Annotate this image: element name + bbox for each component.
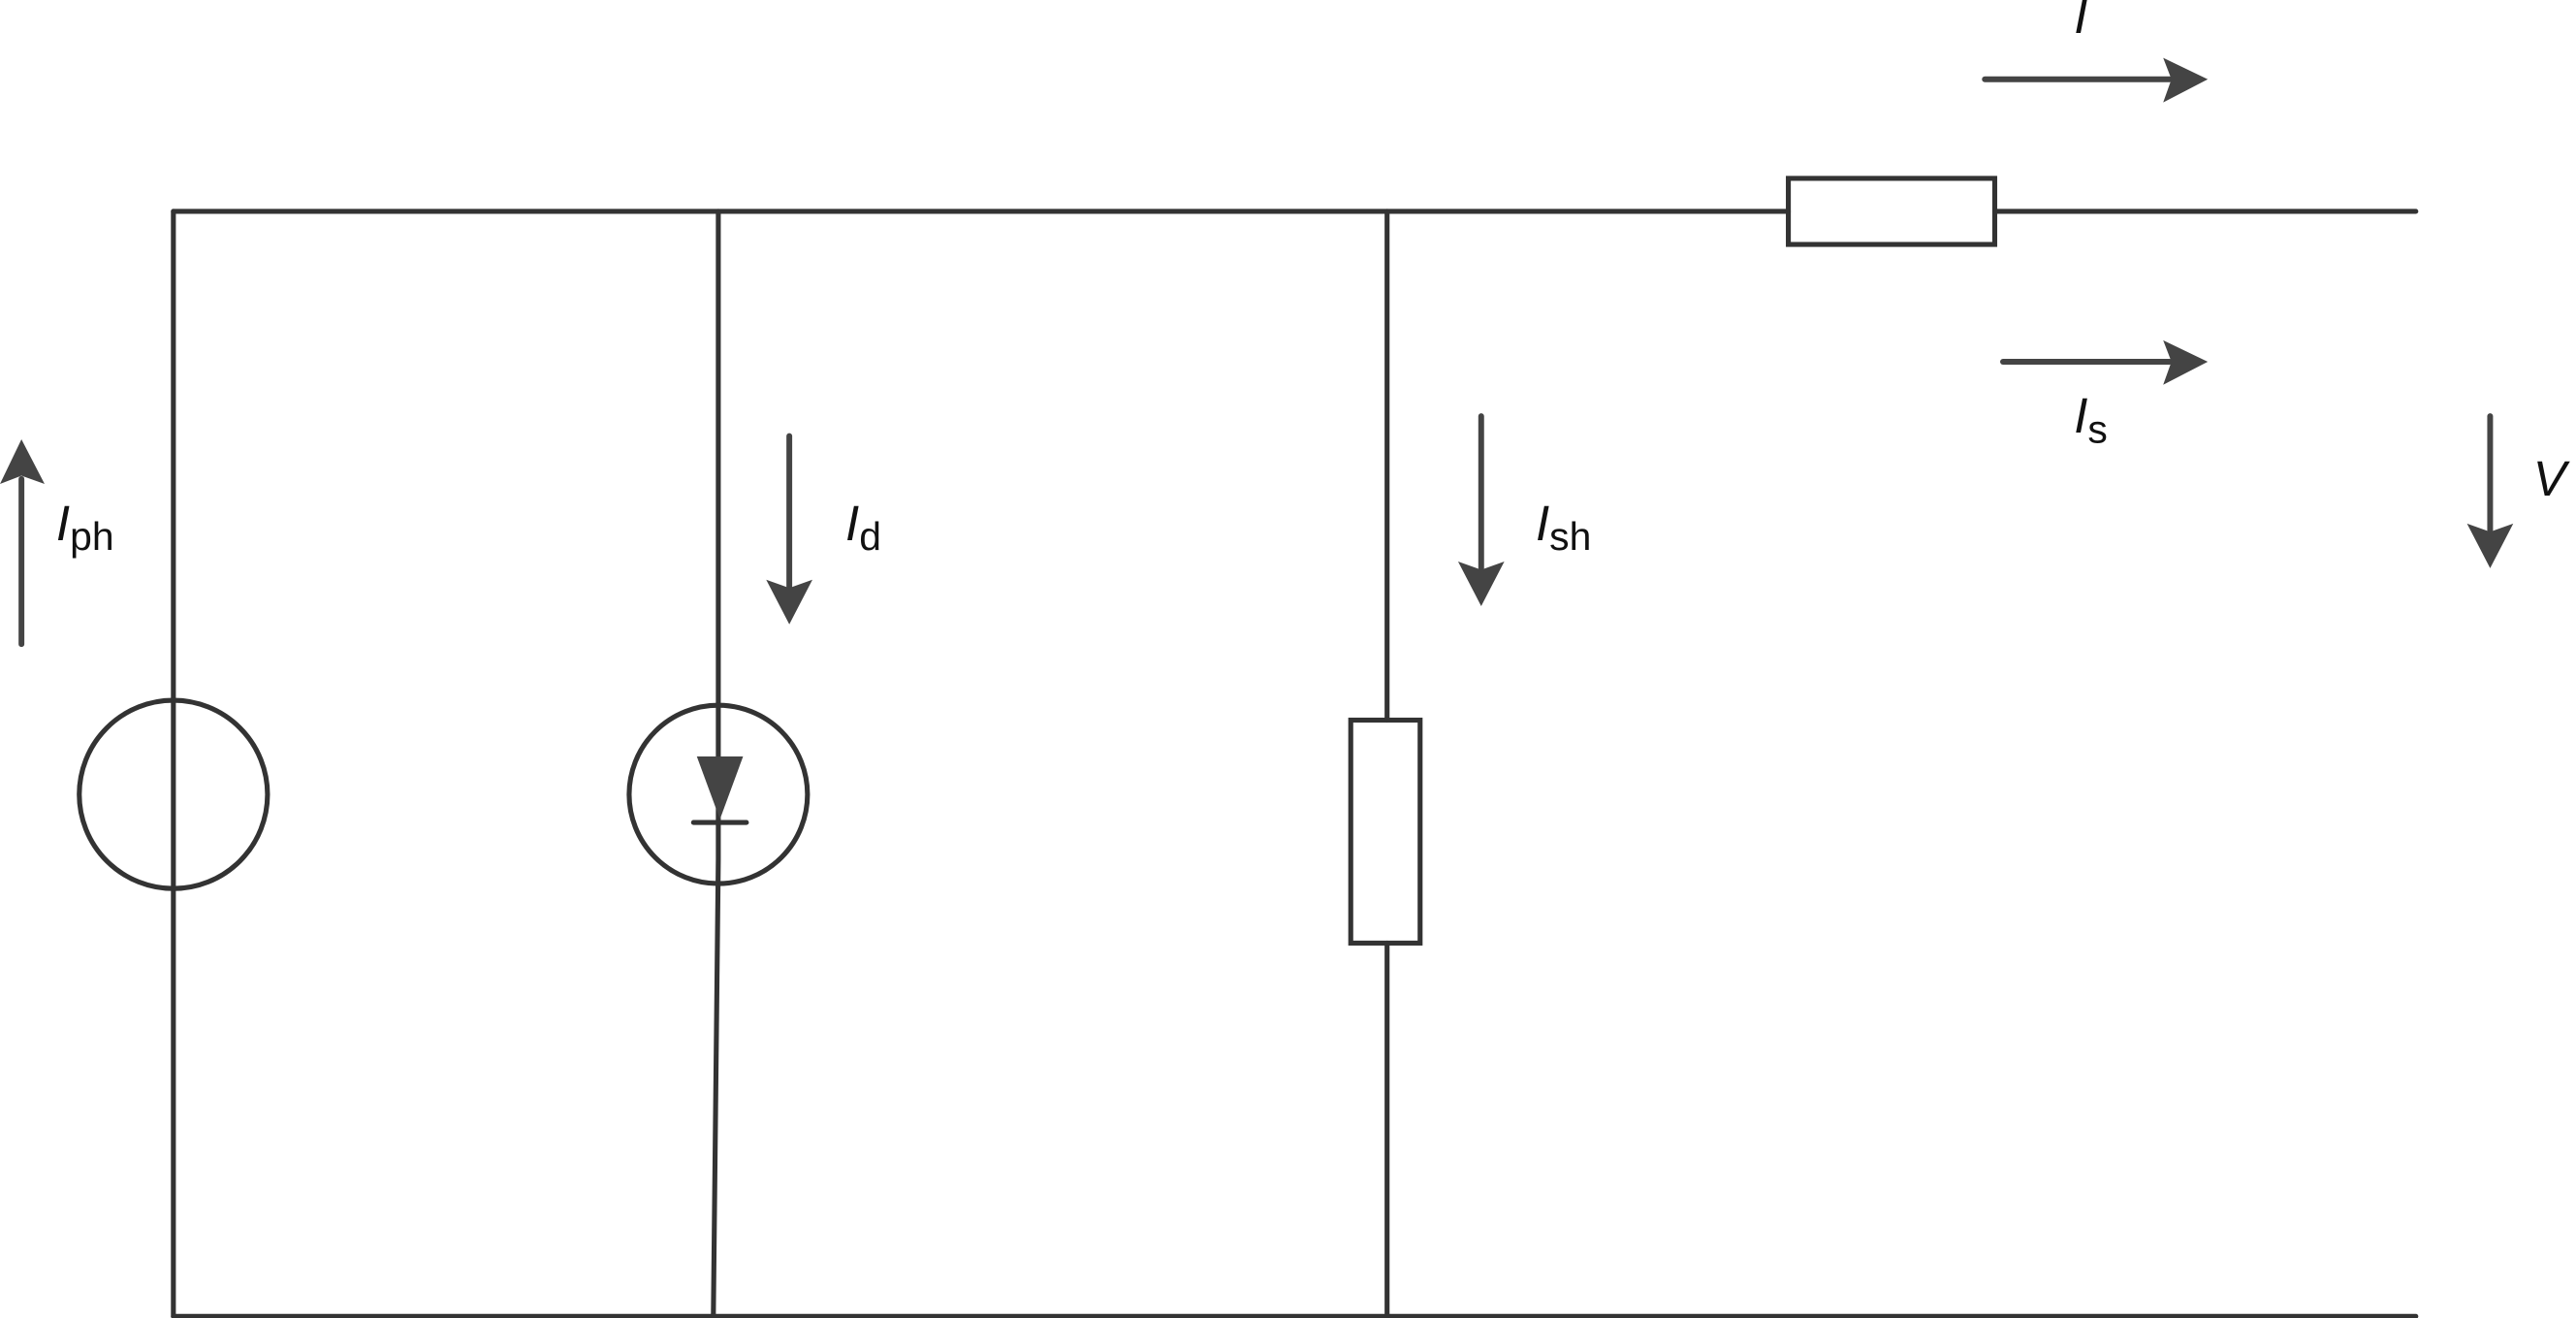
series-resistor <box>1786 176 1998 247</box>
wires <box>171 209 2419 1318</box>
label-id: Id <box>845 496 881 559</box>
label-i: I <box>2074 0 2087 44</box>
arrow-ish <box>1457 413 1505 607</box>
label-iph: Iph <box>56 496 114 559</box>
shunt-resistor <box>1348 717 1423 946</box>
arrow-v <box>2466 413 2514 568</box>
label-is: Is <box>2074 388 2108 451</box>
diode-branch-wire <box>711 209 721 1318</box>
diode <box>626 702 811 886</box>
arrow-is <box>2000 339 2209 385</box>
arrow-id <box>766 433 812 625</box>
arrow-iph <box>0 439 45 648</box>
current-source <box>77 697 270 891</box>
label-v: V <box>2533 451 2571 506</box>
arrow-i <box>1982 57 2209 103</box>
diode-circle <box>626 702 811 886</box>
label-ish: Ish <box>1536 496 1591 559</box>
diode-triangle-icon <box>696 755 744 820</box>
